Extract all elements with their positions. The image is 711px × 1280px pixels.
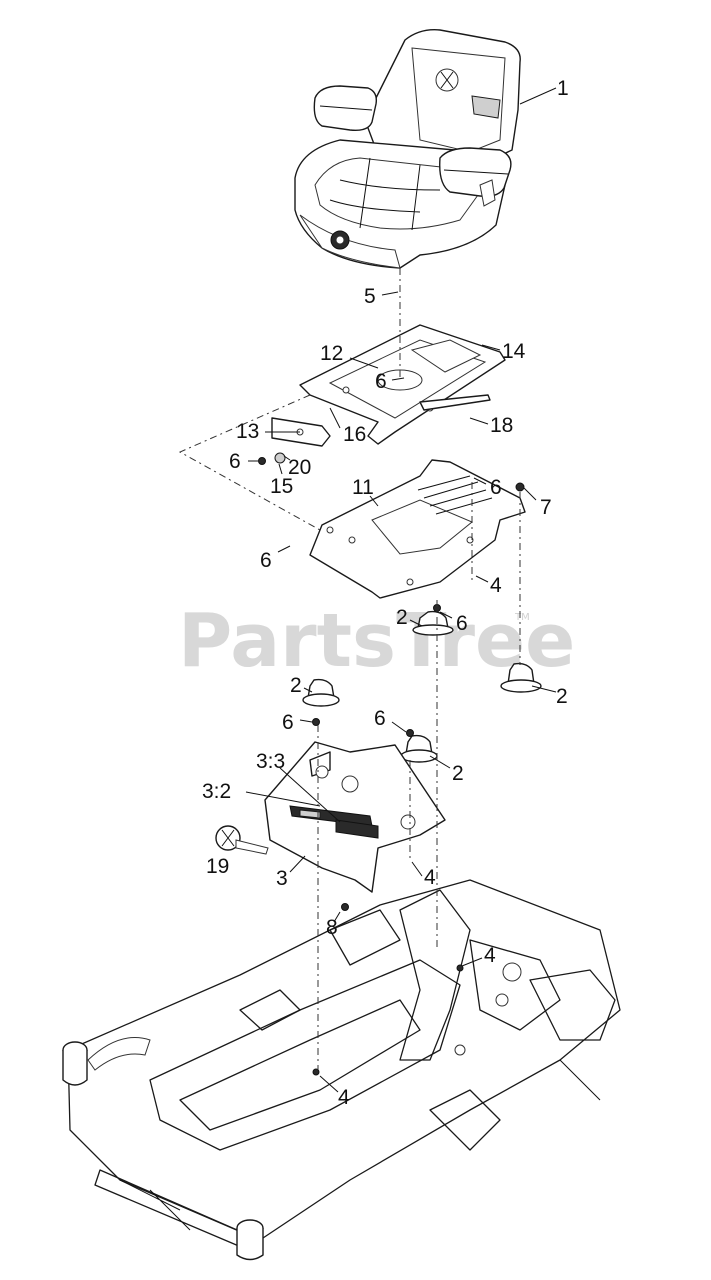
isolator-d[interactable] — [400, 734, 438, 763]
callout-6-g: 6 — [374, 707, 386, 730]
callout-7: 7 — [540, 496, 552, 519]
callout-4-b: 4 — [424, 866, 436, 889]
callout-2-c: 2 — [290, 674, 302, 697]
seat-pan-plate[interactable] — [299, 324, 506, 445]
assembly-lines — [178, 268, 521, 1070]
callout-19: 19 — [206, 855, 229, 878]
callout-6-b: 6 — [229, 450, 241, 473]
nut-7[interactable] — [515, 482, 525, 492]
callout-2-d: 2 — [452, 762, 464, 785]
tractor-frame — [62, 879, 621, 1261]
nut-6-left[interactable] — [258, 457, 266, 465]
watermark: PartsTree — [178, 598, 575, 684]
callout-15: 15 — [270, 475, 293, 498]
spring-15[interactable] — [274, 452, 286, 464]
callout-14: 14 — [502, 340, 526, 363]
callout-6-e: 6 — [456, 612, 468, 635]
callout-3: 3 — [276, 867, 288, 890]
bolt-8[interactable] — [341, 903, 349, 911]
seat-mount-platform[interactable] — [264, 741, 446, 893]
callout-8: 8 — [326, 916, 338, 939]
seat-assembly[interactable] — [294, 29, 521, 269]
callout-labels: 1 5 12 14 6 13 16 18 6 20 15 11 6 7 6 4 … — [202, 77, 569, 1109]
callout-6-f: 6 — [282, 711, 294, 734]
callout-6-a: 6 — [375, 370, 387, 393]
nut-6-a[interactable] — [312, 718, 320, 726]
callout-13: 13 — [236, 420, 259, 443]
callout-6-c: 6 — [490, 476, 502, 499]
callout-6-d: 6 — [260, 549, 272, 572]
callout-4-c: 4 — [484, 944, 496, 967]
isolator-c[interactable] — [302, 678, 340, 707]
bracket-13[interactable] — [271, 417, 331, 447]
callout-11: 11 — [352, 476, 374, 499]
decal-3-3 — [335, 819, 379, 839]
callout-2-b: 2 — [556, 685, 568, 708]
callout-4-d: 4 — [338, 1086, 350, 1109]
bolt-4-frame-b[interactable] — [312, 1068, 320, 1076]
callout-2-a: 2 — [396, 606, 408, 629]
callout-20: 20 — [288, 456, 311, 479]
leader-lines — [245, 87, 557, 1093]
callout-18: 18 — [490, 414, 513, 437]
callout-5: 5 — [364, 285, 376, 308]
callout-12: 12 — [320, 342, 343, 365]
seat-base-plate[interactable] — [309, 459, 526, 599]
nut-6-b[interactable] — [406, 729, 414, 737]
callout-4-a: 4 — [490, 574, 502, 597]
bolt-4-frame-a[interactable] — [456, 964, 464, 972]
knob-19[interactable] — [215, 825, 269, 855]
isolator-b[interactable] — [500, 662, 542, 693]
callout-3-2: 3:2 — [202, 780, 231, 803]
callout-16: 16 — [343, 423, 366, 446]
watermark-trademark: TM — [514, 612, 530, 623]
callout-1: 1 — [557, 77, 569, 100]
isolator-a[interactable] — [412, 610, 454, 636]
callout-3-3: 3:3 — [256, 750, 285, 773]
